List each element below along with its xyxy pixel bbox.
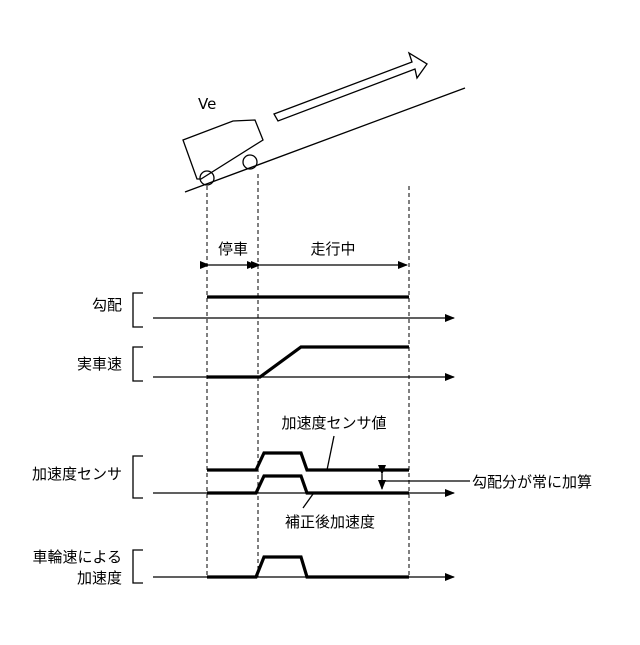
wheel-accel-label-line2: 加速度 bbox=[77, 569, 122, 587]
wheel-accel-bracket bbox=[133, 550, 143, 583]
accel-sensor-raw-signal bbox=[207, 453, 409, 470]
phase-running-label: 走行中 bbox=[310, 240, 355, 258]
accel-sensor-bracket bbox=[133, 456, 143, 498]
sensor-value-leader bbox=[327, 436, 334, 470]
wheel-accel-label-line1: 車輪速による bbox=[32, 548, 122, 566]
corrected-accel-leader bbox=[303, 494, 313, 508]
vehicle-label: Ve bbox=[198, 95, 216, 113]
phase-stopped-label: 停車 bbox=[218, 240, 248, 258]
actual-speed-signal bbox=[207, 347, 409, 377]
accel-corrected-signal bbox=[207, 476, 409, 493]
accel-sensor-label: 加速度センサ bbox=[32, 465, 122, 483]
actual-speed-bracket bbox=[133, 347, 143, 381]
gradient-label: 勾配 bbox=[92, 296, 122, 314]
corrected-accel-label: 補正後加速度 bbox=[285, 513, 375, 531]
gradient-offset-label: 勾配分が常に加算 bbox=[472, 473, 592, 491]
vehicle-icon bbox=[183, 120, 263, 185]
accel-sensor-value-label: 加速度センサ値 bbox=[281, 414, 386, 432]
gradient-bracket bbox=[133, 293, 143, 327]
wheel-accel-signal bbox=[207, 557, 409, 577]
actual-speed-label: 実車速 bbox=[77, 355, 122, 373]
